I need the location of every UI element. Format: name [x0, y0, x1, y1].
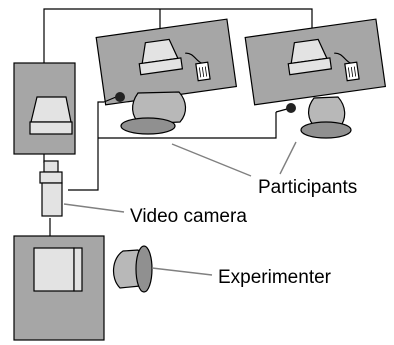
- experimenter-label: Experimenter: [218, 267, 332, 288]
- left-desk: [13, 62, 76, 155]
- left-desk-monitor: [29, 96, 73, 135]
- participant-desk-2-monitor: [287, 38, 333, 76]
- participant-desk-1-monitor: [138, 38, 184, 76]
- experimenter-leader-line: [151, 267, 213, 276]
- experimenter-monitor: [33, 247, 83, 292]
- participants-leader-lines: [171, 141, 297, 177]
- participant-desk-2: [244, 18, 387, 106]
- participant-desk-1: [95, 18, 238, 106]
- participants-label: Participants: [258, 177, 357, 198]
- participant-1: [120, 91, 187, 135]
- participant-2: [300, 96, 352, 139]
- experimenter-desk: [13, 235, 105, 341]
- video-camera-leader-line: [63, 203, 125, 213]
- connection-wires: [43, 8, 313, 238]
- participant-desk-1-mouse: [185, 52, 211, 82]
- participant-1-microphone: [103, 92, 125, 103]
- participant-desk-2-mouse: [334, 52, 360, 82]
- video-camera-label: Video camera: [130, 206, 247, 227]
- experimenter: [113, 245, 153, 293]
- participant-2-microphone: [275, 103, 296, 113]
- video-camera: [39, 160, 63, 217]
